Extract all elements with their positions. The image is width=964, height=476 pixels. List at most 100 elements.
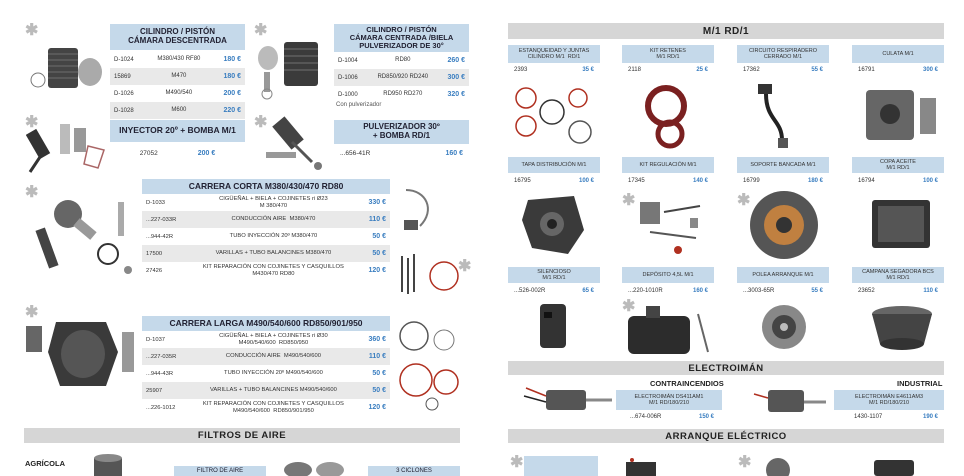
item-header: SILENCIOSO M/1 RD/1 bbox=[508, 267, 600, 283]
star-icon: ✱ bbox=[254, 22, 268, 39]
star-icon: ✱ bbox=[25, 22, 39, 39]
injector-pump-image bbox=[26, 124, 105, 173]
governor-kit-image bbox=[640, 202, 701, 254]
filtro-aire-header: FILTRO DE AIRE bbox=[174, 466, 266, 476]
star-icon: ✱ bbox=[622, 192, 636, 209]
electro-band: ELECTROIMÁN bbox=[508, 361, 944, 375]
contraincendios-label: CONTRAINCENDIOS bbox=[650, 379, 724, 388]
sprayer-pump-image bbox=[266, 116, 322, 170]
m1-band: M/1 RD/1 bbox=[508, 23, 944, 39]
e2-header: ELECTROIMÁN E4611AM3 M/1 RD/180/210 bbox=[834, 390, 944, 410]
mower-bell-image bbox=[872, 306, 932, 350]
rods-pipes-image bbox=[401, 189, 459, 294]
item-header: CAMPANA SEGADORA BCS M/1 RD/1 bbox=[852, 267, 944, 283]
starter-image-box bbox=[524, 456, 598, 476]
oil-pan-image bbox=[872, 200, 930, 248]
arranque-band: ARRANQUE ELÉCTRICO bbox=[508, 429, 944, 443]
seals-image bbox=[645, 85, 687, 149]
agricola-label: AGRÍCOLA bbox=[25, 459, 65, 468]
starter-pulley-image bbox=[762, 305, 806, 349]
star-icon: ✱ bbox=[737, 192, 751, 209]
cil2-note: Con pulverizador bbox=[336, 102, 382, 108]
crankshaft-image bbox=[35, 200, 132, 274]
solenoid-e46-image bbox=[753, 390, 826, 412]
air-filter-image bbox=[94, 454, 122, 476]
flywheel-image bbox=[766, 458, 790, 476]
corta-header: CARRERA CORTA M380/430/470 RD80 bbox=[142, 179, 390, 194]
timing-cover-image bbox=[522, 196, 584, 254]
item-header: ESTANQUEIDAD Y JUNTAS CILINDRO M/1 RD/1 bbox=[508, 45, 600, 63]
item-header: CULATA M/1 bbox=[852, 45, 944, 63]
item-header: TAPA DISTRIBUCIÓN M/1 bbox=[508, 157, 600, 173]
cylinder-centered-image bbox=[258, 42, 318, 100]
item-header: COPA ACEITE M/1 RD/1 bbox=[852, 157, 944, 173]
star-icon: ✱ bbox=[458, 258, 472, 275]
muffler-image bbox=[540, 304, 566, 348]
star-icon: ✱ bbox=[25, 184, 39, 201]
star-icon: ✱ bbox=[738, 454, 752, 471]
fuel-tank-image bbox=[628, 306, 709, 354]
item-header: DEPÓSITO 4,5L M/1 bbox=[622, 267, 714, 283]
cyclone-filter-image bbox=[284, 462, 344, 476]
item-header: KIT REGULACIÓN M/1 bbox=[622, 157, 714, 173]
pulv-header: PULVERIZADOR 30º + BOMBA RD/1 bbox=[334, 120, 469, 144]
star-icon: ✱ bbox=[254, 114, 268, 131]
cylinder-piston-image bbox=[30, 48, 102, 88]
ciclones-header: 3 CICLONES bbox=[368, 466, 460, 476]
item-header: POLEA ARRANQUE M/1 bbox=[737, 267, 829, 283]
item-header: KIT RETENES M/1 RD/1 bbox=[622, 45, 714, 63]
star-icon: ✱ bbox=[622, 298, 636, 315]
cil2-header: CILINDRO / PISTÓN CÁMARA CENTRADA /BIELA… bbox=[334, 24, 469, 52]
larga-header: CARRERA LARGA M490/540/600 RD850/901/950 bbox=[142, 316, 390, 331]
gasket-kit-image bbox=[399, 321, 459, 411]
starter-motor-image bbox=[874, 460, 914, 476]
gaskets-image bbox=[515, 87, 592, 144]
item-header: CIRCUITO RESPIRADERO CERRADO M/1 bbox=[737, 45, 829, 63]
breather-image bbox=[758, 84, 788, 148]
solenoid-ds-image bbox=[523, 387, 612, 410]
star-icon: ✱ bbox=[25, 304, 39, 321]
filtros-band: FILTROS DE AIRE bbox=[24, 428, 460, 443]
industrial-label: INDUSTRIAL bbox=[897, 379, 943, 388]
star-icon: ✱ bbox=[510, 454, 524, 471]
cylinder-head-image bbox=[866, 90, 936, 140]
star-icon: ✱ bbox=[25, 114, 39, 131]
item-header: SOPORTE BANCADA M/1 bbox=[737, 157, 829, 173]
iny-header: INYECTOR 20º + BOMBA M/1 bbox=[110, 120, 245, 142]
e1-header: ELECTROIMÁN DS411AM1 M/1 RD/180/210 bbox=[616, 390, 722, 410]
battery-image bbox=[626, 458, 656, 476]
bearing-support-image bbox=[750, 191, 818, 259]
